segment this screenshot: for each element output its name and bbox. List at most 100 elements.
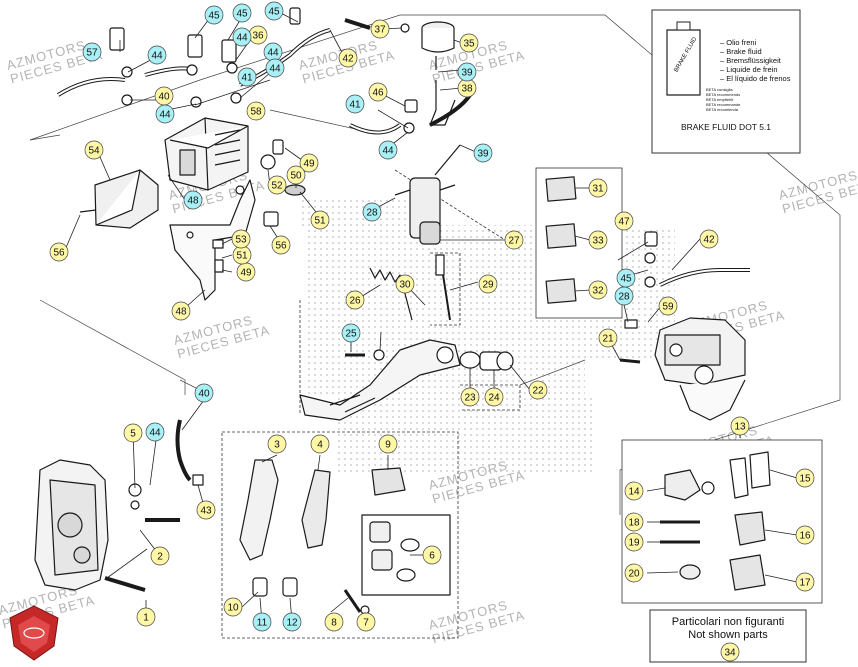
callout-number: 48 (175, 307, 187, 318)
parts-art (34, 7, 771, 615)
fluid-language-line: – Liquide de frein (720, 65, 778, 74)
callout-number: 44 (151, 51, 163, 62)
callout-number: 14 (628, 487, 640, 498)
callout-circle (84, 140, 104, 160)
callout-44: 44 (232, 27, 252, 47)
callout-circle (378, 434, 398, 454)
callout-circle (123, 423, 143, 443)
callout-44: 44 (145, 422, 165, 442)
callout-circle (338, 48, 358, 68)
callout-number: 45 (620, 274, 632, 285)
pad-kits-part (545, 176, 577, 304)
brand-shield-logo (9, 605, 59, 661)
brake-fluid-label-box: BRAKE FLUID – Olio freni– Brake fluid– B… (651, 9, 801, 154)
callout-number: 41 (241, 73, 253, 84)
callout-circle (171, 301, 191, 321)
callout-circle (267, 175, 287, 195)
callout-number: 39 (477, 149, 489, 160)
callout-circle (345, 290, 365, 310)
callout-circle (264, 1, 284, 21)
callout-48: 48 (171, 301, 191, 321)
callout-2: 2 (150, 546, 170, 566)
callout-circle (223, 597, 243, 617)
callout-number: 1 (143, 613, 149, 624)
callout-circle (699, 229, 719, 249)
callout-16: 16 (795, 525, 815, 545)
callout-number: 25 (345, 329, 357, 340)
callout-circle (237, 67, 257, 87)
callout-number: 50 (290, 171, 302, 182)
callout-26: 26 (345, 290, 365, 310)
callout-51: 51 (310, 210, 330, 230)
not-shown-line1: Particolari non figuranti (672, 616, 785, 628)
callout-circle (370, 19, 390, 39)
callout-circle (341, 323, 361, 343)
callout-circle (459, 33, 479, 53)
callout-52: 52 (267, 175, 287, 195)
callout-circle (194, 383, 214, 403)
leader-lines (64, 9, 798, 623)
callout-circle (588, 230, 608, 250)
callout-57: 57 (82, 42, 102, 62)
callout-number: 58 (250, 107, 262, 118)
callout-51: 51 (232, 245, 252, 265)
callout-number: 44 (267, 48, 279, 59)
callout-number: 2 (157, 552, 163, 563)
callout-circle (368, 82, 388, 102)
callout-circle (378, 140, 398, 160)
callout-circle (49, 242, 69, 262)
callout-7: 7 (356, 612, 376, 632)
callout-number: 42 (342, 54, 354, 65)
callout-number: 33 (592, 236, 604, 247)
callout-3: 3 (267, 434, 287, 454)
rear-caliper-part (654, 317, 746, 421)
callout-circle (528, 380, 548, 400)
callout-number: 38 (461, 84, 473, 95)
callout-40: 40 (194, 383, 214, 403)
callout-circle (136, 607, 156, 627)
callout-number: 18 (628, 518, 640, 529)
callout-number: 44 (382, 146, 394, 157)
callout-56: 56 (271, 235, 291, 255)
callout-22: 22 (528, 380, 548, 400)
callout-number: 44 (149, 428, 161, 439)
callout-34: 34 (720, 642, 740, 662)
callout-number: 40 (198, 389, 210, 400)
callout-circle (598, 328, 618, 348)
callout-circle (624, 512, 644, 532)
callout-33: 33 (588, 230, 608, 250)
callout-50: 50 (286, 165, 306, 185)
callout-circle (795, 572, 815, 592)
callout-number: 51 (314, 216, 326, 227)
callout-number: 48 (187, 196, 199, 207)
callout-circle (232, 3, 252, 23)
callout-circle (616, 268, 636, 288)
callout-circle (82, 42, 102, 62)
callout-27: 27 (504, 230, 524, 250)
callout-number: 36 (252, 31, 264, 42)
callout-24: 24 (484, 387, 504, 407)
callout-circle (460, 387, 480, 407)
callout-circle (658, 296, 678, 316)
callout-number: 6 (429, 551, 435, 562)
callout-circle (362, 202, 382, 222)
callout-53: 53 (231, 229, 251, 249)
callout-32: 32 (588, 280, 608, 300)
callout-number: 27 (508, 236, 520, 247)
callout-13: 13 (730, 416, 750, 436)
callout-number: 45 (268, 7, 280, 18)
callout-42: 42 (699, 229, 719, 249)
callout-44: 44 (147, 45, 167, 65)
reservoir-part (400, 21, 455, 70)
callout-number: 29 (482, 280, 494, 291)
callout-49: 49 (299, 153, 319, 173)
callout-number: 44 (236, 33, 248, 44)
callout-number: 17 (799, 578, 811, 589)
callout-circle (356, 612, 376, 632)
callout-number: 5 (130, 429, 136, 440)
callout-37: 37 (370, 19, 390, 39)
callout-12: 12 (282, 612, 302, 632)
callout-circle (155, 104, 175, 124)
callout-circle (457, 62, 477, 82)
